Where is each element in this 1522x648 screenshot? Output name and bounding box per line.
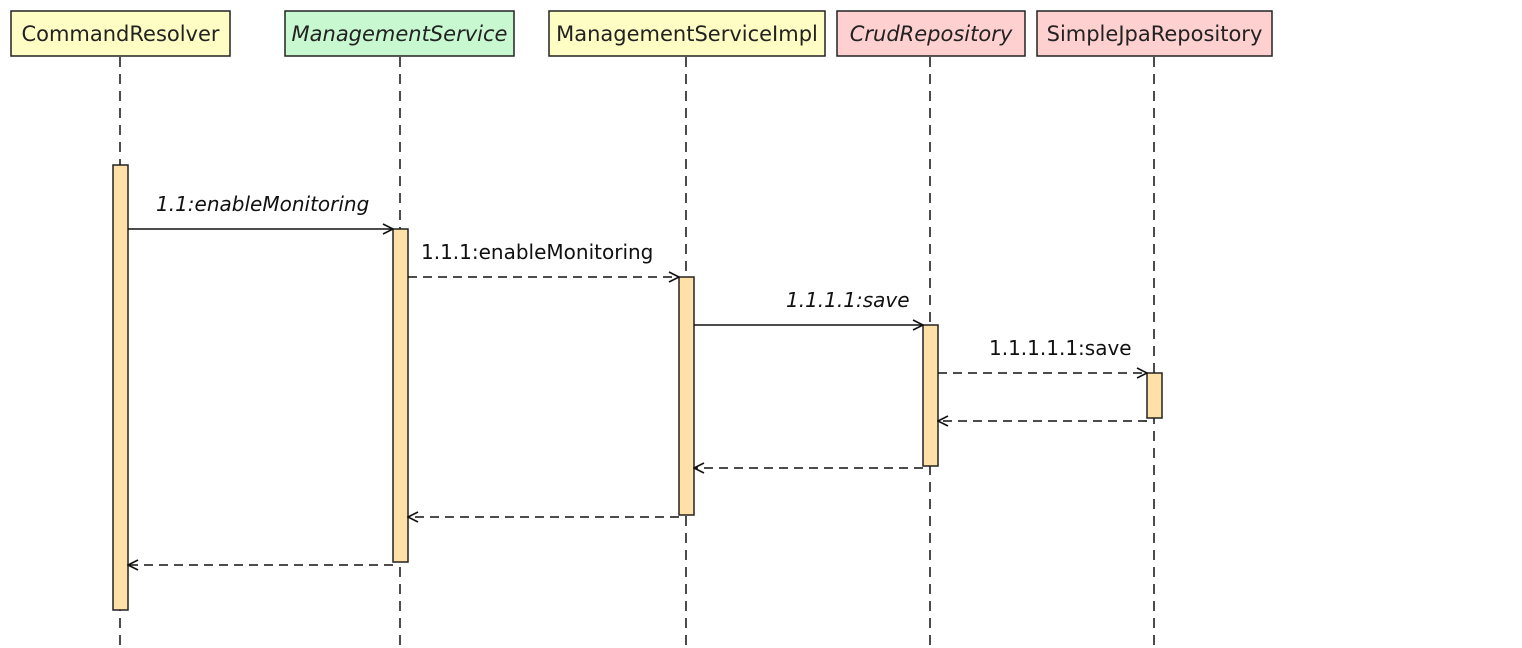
participant-label: SimpleJpaRepository	[1047, 22, 1263, 46]
message-save-2: 1.1.1.1.1:save	[938, 336, 1147, 373]
participant-management-service: ManagementService	[284, 10, 515, 57]
activations	[112, 164, 1163, 611]
participant-box	[10, 10, 231, 57]
participant-box	[836, 10, 1026, 57]
activation-bar-crud-repository	[922, 324, 939, 467]
activation-bar-management-service	[392, 228, 409, 563]
activation-bar-command-resolver	[112, 164, 129, 611]
participant-box	[284, 10, 515, 57]
message-label: 1.1.1.1.1:save	[989, 336, 1132, 360]
participant-simple-jpa-repository: SimpleJpaRepository	[1036, 10, 1273, 57]
message-save-1: 1.1.1.1:save	[694, 288, 923, 325]
participant-label: CrudRepository	[850, 22, 1013, 46]
participant-command-resolver: CommandResolver	[10, 10, 231, 57]
participant-label: ManagementServiceImpl	[556, 22, 818, 46]
participant-label: CommandResolver	[21, 22, 219, 46]
participant-crud-repository: CrudRepository	[836, 10, 1026, 57]
activation-bar-simple-jpa-repository	[1146, 372, 1163, 419]
activation-bar-management-service-impl	[678, 276, 695, 516]
participant-label: ManagementService	[292, 22, 508, 46]
participant-box	[548, 10, 826, 57]
message-label: 1.1.1:enableMonitoring	[421, 240, 653, 264]
message-label: 1.1.1.1:save	[786, 288, 910, 312]
message-label: 1.1:enableMonitoring	[156, 192, 369, 216]
participant-box	[1036, 10, 1273, 57]
participant-management-service-impl: ManagementServiceImpl	[548, 10, 826, 57]
message-enable-monitoring-2: 1.1.1:enableMonitoring	[408, 240, 679, 277]
message-enable-monitoring-1: 1.1:enableMonitoring	[128, 192, 393, 229]
